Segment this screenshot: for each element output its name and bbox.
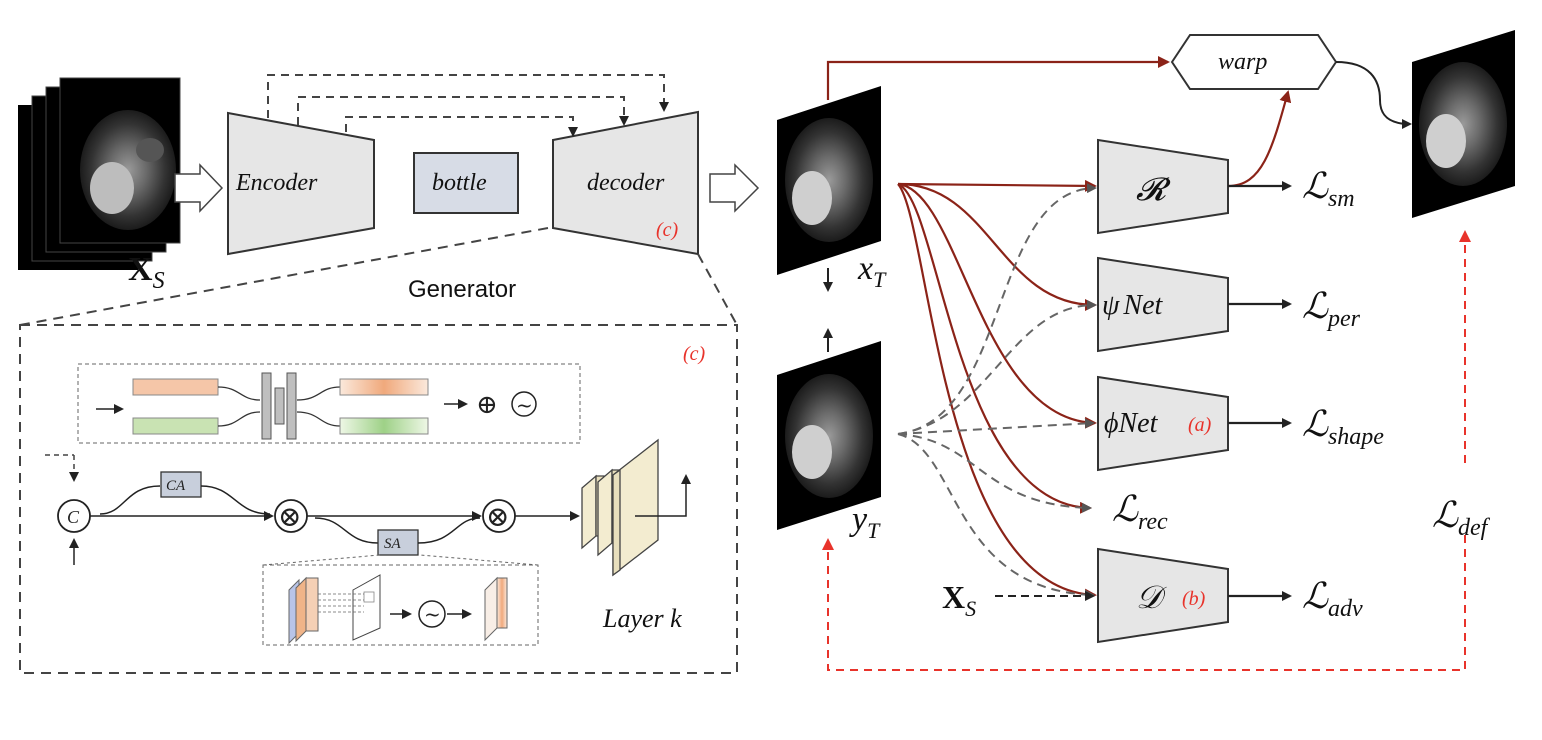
warp-to-output — [1335, 61, 1412, 129]
zoom-line-right — [697, 253, 738, 326]
xt-to-warp — [826, 56, 1170, 100]
svg-text:ℒadv: ℒadv — [1302, 576, 1363, 622]
loss-def: ℒdef — [1432, 495, 1491, 541]
tilde-symbol-sa: ~ — [424, 602, 441, 626]
layer-k-label: Layer k — [602, 604, 682, 633]
ca-green-out-bar — [339, 417, 429, 435]
xs-label: XS — [128, 251, 165, 294]
warp-label: warp — [1218, 49, 1267, 75]
input-image-stack — [18, 77, 181, 270]
loss-shape: ℒshape — [1302, 404, 1384, 450]
plus-symbol: ⊕ — [476, 390, 498, 420]
skip-connections — [267, 74, 669, 137]
decoder-label: decoder — [587, 170, 665, 196]
generator-label: Generator — [408, 276, 516, 303]
detail-tag: (c) — [683, 343, 706, 365]
phi-module — [1097, 375, 1229, 472]
yt-label: yT — [849, 501, 881, 543]
ca-module — [160, 471, 202, 498]
svg-text:ℒper: ℒper — [1302, 286, 1361, 332]
yt-image — [777, 341, 881, 530]
svg-text:ℒrec: ℒrec — [1112, 489, 1168, 535]
hollow-arrow-1 — [174, 163, 224, 213]
encoder-block — [227, 111, 375, 256]
bottle-label: bottle — [432, 170, 487, 196]
svg-text:SA: SA — [384, 536, 402, 552]
decoder-tag: (c) — [656, 219, 679, 241]
hollow-arrow-2 — [709, 163, 760, 213]
output-image — [1412, 30, 1515, 218]
sa-inset-box — [262, 564, 539, 646]
yt-gray-dashed-curves — [897, 183, 1097, 600]
r-module — [1097, 138, 1229, 235]
zoom-line-left — [19, 227, 549, 326]
d-module — [1097, 547, 1229, 644]
phi-tag: (a) — [1188, 414, 1212, 436]
ca-inset-box — [77, 363, 581, 444]
loss-per: ℒper — [1302, 286, 1361, 332]
encoder-label: Encoder — [235, 170, 318, 196]
loss-sm: ℒsm — [1302, 166, 1355, 212]
xs-to-d-label: XS — [942, 579, 976, 621]
xt-brown-curves — [897, 179, 1097, 601]
svg-text:ℒdef: ℒdef — [1432, 495, 1491, 541]
svg-text:CA: CA — [166, 478, 186, 494]
ca-green-bar — [132, 417, 219, 435]
xt-label: xT — [857, 250, 887, 292]
d-tag: (b) — [1182, 588, 1206, 610]
ca-orange-out-bar — [339, 378, 429, 396]
svg-text:ℒsm: ℒsm — [1302, 166, 1355, 212]
r-label: 𝓡 — [1136, 171, 1171, 207]
tilde-symbol-ca: ~ — [516, 393, 533, 417]
loss-rec: ℒrec — [1112, 489, 1168, 535]
phi-label: ϕNet — [1104, 408, 1159, 439]
svg-text:C: C — [67, 507, 80, 527]
psi-module — [1097, 256, 1229, 353]
svg-text:ℒshape: ℒshape — [1302, 404, 1384, 450]
xt-image — [777, 86, 881, 275]
svg-text:⊗: ⊗ — [278, 500, 301, 533]
bottle-block — [413, 152, 519, 214]
detail-box — [19, 324, 738, 674]
ca-orange-bar — [132, 378, 219, 396]
layer-k-blocks — [581, 438, 659, 577]
loss-adv: ℒadv — [1302, 576, 1363, 622]
svg-text:⊗: ⊗ — [486, 500, 509, 533]
def-loop-back — [822, 535, 1466, 671]
